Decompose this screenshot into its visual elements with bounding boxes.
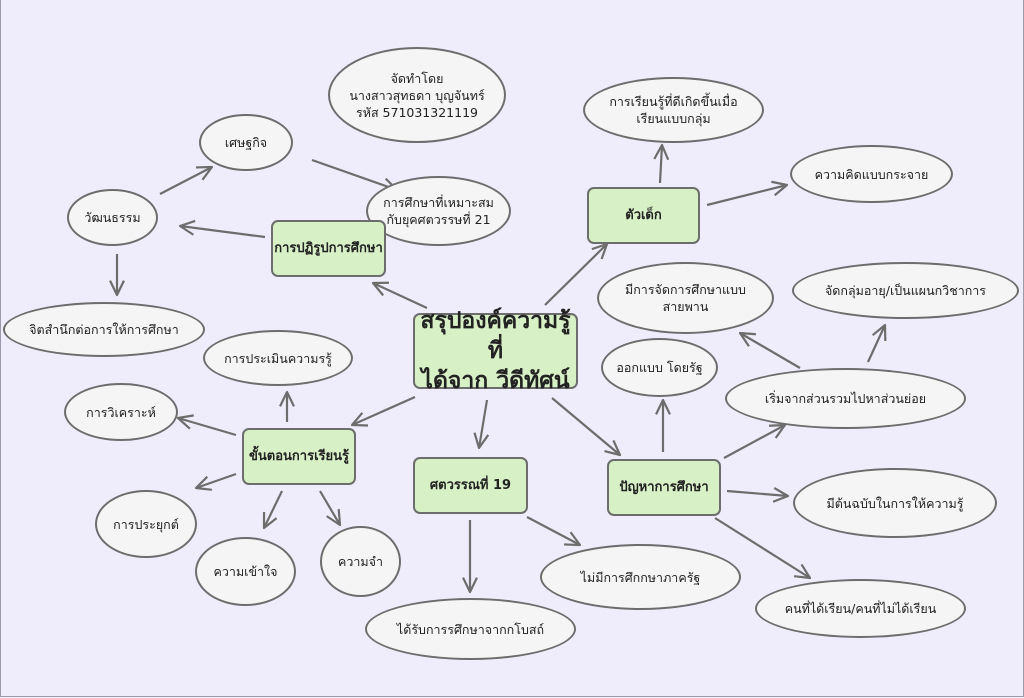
node-made-by: จัดทำโดย นางสาวสุทธดา บุญจันทร์ รหัส 571…	[328, 47, 506, 143]
arrowhead-icon	[738, 331, 757, 347]
node-analysis: การวิเคราะห์	[64, 383, 178, 441]
arrow-line	[714, 517, 811, 579]
arrowhead-icon	[793, 563, 812, 580]
arrow-reform-to-culture	[178, 219, 266, 239]
arrow-center-to-problem	[551, 397, 622, 457]
arrow-line	[177, 416, 237, 437]
node-memory: ความจำ	[320, 526, 401, 597]
arrow-line	[263, 490, 283, 529]
node-reform: การปฏิรูปการศึกษา	[271, 220, 386, 277]
arrow-line	[739, 332, 801, 369]
arrow-culture-to-awareness	[109, 254, 125, 297]
arrow-line	[195, 472, 237, 490]
arrow-stages-to-apply	[194, 472, 237, 491]
arrow-stages-to-evaluation	[279, 390, 295, 422]
node-group-learning: การเรียนรู้ที่ดีเกิดขึ้นเมื่อ เรียนแบบกล…	[583, 77, 764, 143]
arrowhead-icon	[655, 398, 671, 415]
arrow-stages-to-memory	[319, 490, 342, 527]
arrowhead-icon	[262, 511, 278, 530]
arrowhead-icon	[350, 412, 369, 427]
node-temple: ได้รับการรศึกษาจากกโบสถ์	[365, 598, 576, 660]
arrow-line	[723, 424, 786, 459]
arrow-line	[544, 243, 608, 306]
node-state-design: ออกแบบ โดยรัฐ	[601, 338, 718, 397]
node-diffuse: ความคิดแบบกระจาย	[790, 145, 953, 203]
arrowhead-icon	[279, 390, 295, 407]
node-economy: เศษฐกิจ	[199, 114, 293, 171]
arrow-line	[867, 324, 886, 363]
node-whole-to-part: เริ่มจากส่วนรวมไปหาส่วนย่อย	[725, 368, 966, 429]
node-awareness: จิตสำนึกต่อการให้การศึกษา	[3, 302, 205, 357]
node-c19: ศตวรรณที่ 19	[413, 457, 528, 514]
arrow-child-to-diffuse	[706, 180, 789, 207]
arrowhead-icon	[326, 508, 342, 527]
arrow-stages-to-understand	[262, 490, 283, 530]
arrow-line	[551, 397, 621, 456]
arrow-line	[372, 282, 428, 309]
arrow-center-to-c19	[473, 399, 490, 450]
arrowhead-icon	[771, 180, 789, 197]
arrow-problem-to-state_design	[655, 398, 671, 452]
arrowhead-icon	[109, 280, 125, 297]
arrowhead-icon	[591, 242, 609, 260]
node-center-title: สรุปองค์ความรู้ที่ ได้จาก วีดีทัศน์	[413, 308, 578, 394]
arrowhead-icon	[563, 531, 582, 547]
arrow-line	[706, 183, 788, 207]
arrowhead-icon	[604, 439, 622, 457]
arrow-line	[726, 489, 789, 498]
node-assembly: มีการจัดการศึกษาแบบ สายพาน	[597, 262, 774, 334]
arrowhead-icon	[178, 219, 196, 236]
arrow-c19-to-temple	[462, 520, 478, 594]
node-age-group: จัดกลุ่มอายุ/เป็นแผนกวิชาการ	[792, 262, 1019, 319]
arrow-line	[477, 399, 489, 449]
node-stages: ขั้นตอนการเรียนรู้	[242, 428, 356, 485]
node-ed21: การศึกษาที่เหมาะสม กับยุคศตวรรษที่ 21	[366, 176, 511, 246]
arrow-center-to-reform	[371, 281, 428, 309]
node-culture: วัฒนธรรม	[67, 189, 158, 246]
arrowhead-icon	[772, 486, 790, 503]
arrow-line	[159, 166, 213, 195]
arrow-stages-to-analysis	[176, 414, 237, 437]
arrow-line	[319, 490, 341, 526]
arrow-problem-to-whole_to_part	[723, 423, 787, 459]
arrow-whole_to_part-to-assembly	[738, 331, 801, 369]
node-problem: ปัญหาการศึกษา	[607, 459, 721, 516]
arrow-culture-to-economy	[159, 165, 214, 195]
arrowhead-icon	[871, 323, 887, 342]
arrowhead-icon	[176, 414, 194, 430]
arrow-line	[658, 144, 664, 184]
node-understand: ความเข้าใจ	[195, 537, 296, 606]
arrow-problem-to-learners	[714, 517, 812, 580]
node-apply: การประยุกต์	[95, 490, 197, 558]
arrow-c19-to-no_state	[526, 516, 582, 547]
arrow-center-to-child	[544, 242, 609, 306]
arrowhead-icon	[462, 577, 478, 594]
node-child: ตัวเด็ก	[587, 187, 700, 244]
arrow-problem-to-prototype	[726, 486, 790, 503]
arrow-line	[526, 516, 581, 546]
node-learners: คนที่ได้เรียน/คนที่ไม่ได้เรียน	[755, 579, 966, 638]
arrow-whole_to_part-to-age_group	[867, 323, 887, 363]
arrowhead-icon	[473, 432, 490, 450]
arrow-child-to-group_learning	[653, 143, 670, 184]
arrowhead-icon	[653, 143, 670, 161]
arrow-line	[179, 224, 266, 239]
node-no-state: ไม่มีการศึกกษาภาครัฐ	[540, 544, 741, 610]
node-evaluation: การประเมินความรรู้	[203, 330, 353, 386]
arrowhead-icon	[371, 281, 390, 297]
node-prototype: มีต้นฉบับในการให้ความรู้	[793, 468, 997, 538]
arrowhead-icon	[194, 475, 213, 491]
arrow-line	[351, 395, 416, 427]
arrow-line	[311, 158, 398, 192]
arrowhead-icon	[195, 165, 214, 181]
arrow-center-to-stages	[350, 395, 416, 427]
